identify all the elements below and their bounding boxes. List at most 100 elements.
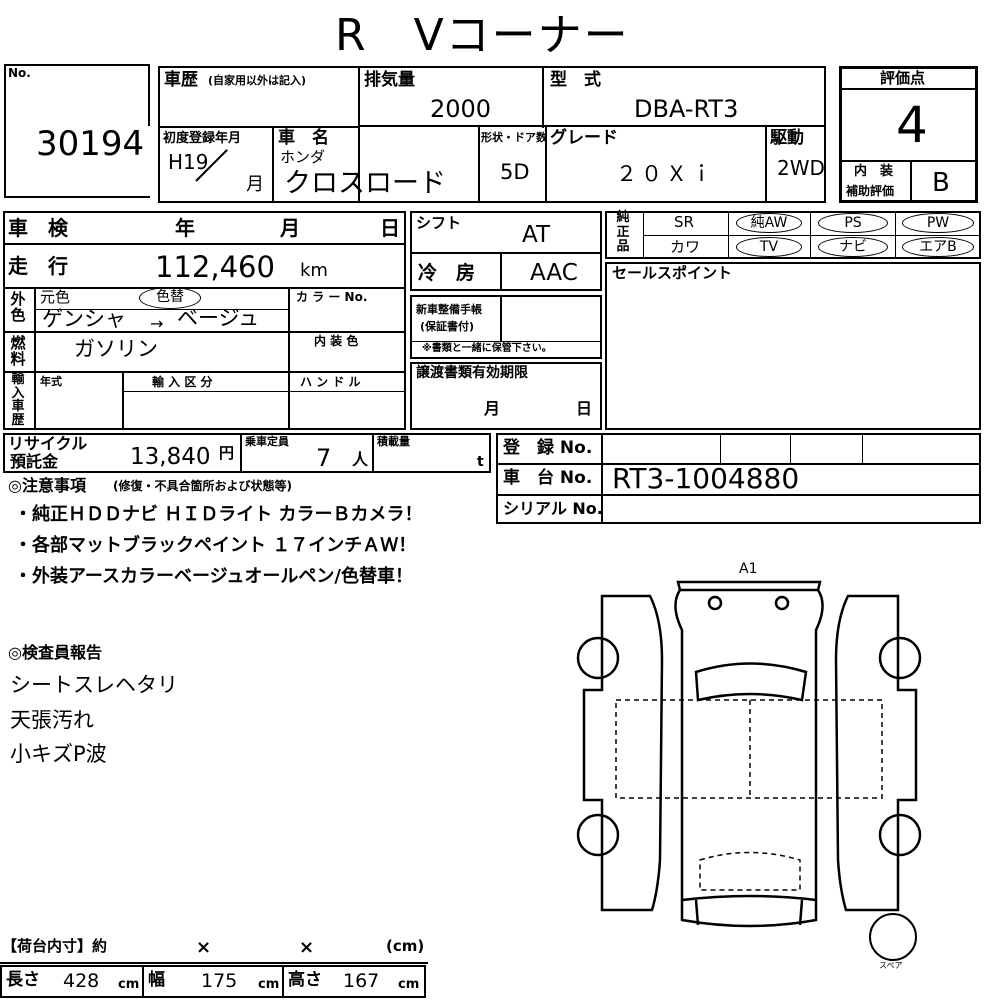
- drive-value: 2WD: [777, 156, 825, 180]
- doors-label: 形状・ドア数: [481, 131, 547, 144]
- import-year-label: 年式: [40, 375, 62, 388]
- color-no-label: カ ラ ー No.: [296, 290, 368, 304]
- inspector-line-3: 小キズP波: [10, 742, 107, 766]
- notes-subtitle: (修復・不具合箇所および状態等): [113, 479, 292, 493]
- equipment-side-label: 純正品: [616, 210, 630, 254]
- maintenance-note: ※書類と一緒に保管下さい。: [422, 343, 552, 354]
- recycle-value: 13,840: [130, 444, 211, 470]
- load-label: 積載量: [377, 435, 410, 448]
- chassis-label: 車 台 No.: [503, 468, 593, 488]
- fuel-value: ガソリン: [74, 337, 158, 361]
- equip-navi: ナビ: [818, 237, 888, 257]
- aircon-value: AAC: [530, 260, 578, 286]
- shift-value: AT: [522, 222, 550, 248]
- equip-tv: TV: [736, 237, 802, 257]
- transfer-label: 譲渡書類有効期限: [416, 365, 528, 381]
- no-box: [4, 64, 150, 198]
- color-arrow: →: [150, 314, 164, 333]
- rating-box: [839, 66, 978, 203]
- recycle-label-2: 預託金: [10, 452, 59, 471]
- displacement-value: 2000: [430, 95, 492, 123]
- mileage-value: 112,460: [155, 250, 275, 284]
- stock-number: 30194: [36, 124, 145, 164]
- note-line-3: ・外装アースカラーベージュオールペン/色替車！: [14, 566, 413, 587]
- inspection-year: 年: [175, 216, 195, 240]
- cargo-x1: ×: [196, 937, 212, 958]
- car-body-diagram: [576, 580, 922, 928]
- chassis-value: RT3-1004880: [612, 462, 800, 495]
- note-line-2: ・各部マットブラックペイント １７インチＡＷ！: [14, 535, 417, 556]
- cargo-unit-label: (cm): [386, 937, 425, 955]
- import-side-label: 輸入車歴: [11, 372, 25, 428]
- length-value: 428: [63, 970, 100, 992]
- load-unit: t: [477, 454, 484, 470]
- color-from: ゲンシャ: [42, 307, 126, 331]
- rating-label: 評価点: [880, 69, 926, 87]
- aircon-label: 冷 房: [418, 262, 476, 284]
- spare-tire-icon: [869, 913, 917, 961]
- equip-leather: カワ: [670, 238, 701, 256]
- spare-label: スペア: [879, 961, 903, 970]
- car-maker: ホンダ: [280, 148, 326, 166]
- model-value: DBA-RT3: [634, 95, 739, 123]
- equip-ps: PS: [818, 213, 888, 233]
- recycle-unit: 円: [219, 444, 235, 462]
- inspection-label: 車 検: [8, 216, 68, 240]
- cargo-x2: ×: [299, 937, 315, 958]
- displacement-label: 排気量: [364, 70, 415, 90]
- inspection-day: 日: [380, 216, 400, 240]
- recycle-row: [3, 433, 491, 473]
- grade-label: グレード: [550, 128, 618, 148]
- left-mid-grid: [3, 211, 406, 430]
- serial-label: シリアル No.: [503, 499, 603, 518]
- import-handle-label: ハ ン ド ル: [300, 375, 361, 389]
- shift-label: シフト: [416, 214, 462, 232]
- mileage-label: 走 行: [8, 254, 68, 278]
- equip-airbag: エアB: [902, 237, 974, 257]
- registration-label: 登 録 No.: [503, 438, 593, 458]
- width-unit: cm: [258, 977, 280, 992]
- doors-value: 5D: [500, 160, 530, 184]
- damage-mark-a1: A1: [739, 561, 758, 577]
- registration-grid: [496, 433, 981, 524]
- first-reg-label: 初度登録年月: [163, 131, 242, 146]
- no-label: No.: [8, 66, 31, 80]
- length-unit: cm: [118, 977, 140, 992]
- height-label: 高さ: [288, 970, 322, 990]
- drive-label: 駆動: [770, 128, 804, 148]
- color-to: ベージュ: [177, 306, 260, 330]
- notes-title: ◎注意事項: [8, 476, 86, 495]
- shift-box: [410, 211, 602, 291]
- interior-label-1: 内 装: [854, 164, 894, 179]
- first-reg-era: H19: [168, 150, 209, 174]
- rating-score: 4: [896, 96, 928, 154]
- capacity-value: 7: [316, 444, 332, 472]
- inspector-line-2: 天張汚れ: [10, 708, 94, 732]
- sales-point-box: [605, 262, 981, 430]
- equip-sr: SR: [674, 213, 694, 231]
- inspector-line-1: シートスレヘタリ: [10, 673, 178, 697]
- history-label: 車歴: [164, 70, 198, 90]
- car-name-label: 車 名: [278, 128, 329, 148]
- maintenance-box: [410, 295, 602, 359]
- spec-grid: [158, 66, 826, 203]
- grade-value: ２０Ｘｉ: [616, 162, 716, 186]
- interior-label-2: 補助評価: [846, 184, 895, 198]
- first-reg-month: 月: [246, 174, 264, 195]
- recycle-label-1: リサイクル: [8, 434, 88, 453]
- interior-color-label: 内 装 色: [314, 334, 359, 348]
- transfer-box: [410, 362, 602, 430]
- capacity-label: 乗車定員: [245, 435, 289, 448]
- inspector-title: ◎検査員報告: [8, 643, 102, 662]
- fuel-side-label: 燃料: [10, 334, 26, 368]
- interior-score: B: [932, 168, 950, 198]
- note-line-1: ・純正ＨＤＤナビ ＨＩＤライト カラーＢカメラ！: [14, 504, 423, 525]
- cargo-title: 【荷台内寸】約: [2, 937, 108, 955]
- color-original-label: 元色: [40, 288, 71, 306]
- inspection-month: 月: [280, 216, 300, 240]
- mileage-unit: km: [300, 260, 328, 281]
- capacity-unit: 人: [352, 450, 369, 469]
- maintenance-label-2: (保証書付): [420, 320, 475, 333]
- equip-genuine-aw: 純AW: [736, 213, 802, 233]
- model-label: 型 式: [550, 70, 601, 90]
